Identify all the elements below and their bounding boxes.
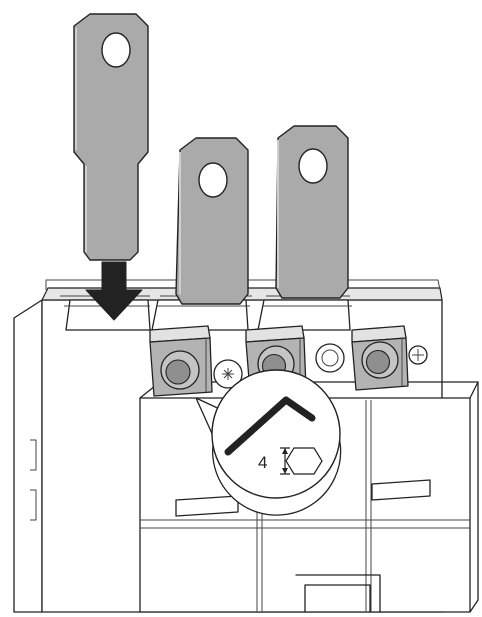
busbar-2-plate xyxy=(175,137,249,305)
pole-window-3 xyxy=(371,479,431,501)
front-panel-top-edge xyxy=(139,381,479,399)
clamp-screw-1-socket xyxy=(165,359,191,385)
clamp-screw-3-socket xyxy=(365,349,391,375)
side-tabs xyxy=(30,439,37,521)
busbar-1-hole xyxy=(101,32,131,68)
busbar-1 xyxy=(73,13,149,261)
key-size-label: 4 xyxy=(258,453,267,472)
breaker-left-side xyxy=(13,299,43,613)
aux-screw-2-ring xyxy=(321,349,339,367)
aux-screw-1-cross-icon xyxy=(222,368,234,380)
front-panel-right-edge xyxy=(469,381,479,613)
callout-circle xyxy=(211,369,341,499)
insert-down-arrow-icon xyxy=(85,261,143,321)
busbar-2 xyxy=(175,137,249,305)
handle-slot-inner xyxy=(304,584,371,613)
auxiliary-screws xyxy=(213,343,428,389)
tool-callout: 4 xyxy=(195,369,342,516)
aux-screw-3-cross-icon xyxy=(412,349,424,361)
pole-window-1 xyxy=(175,495,239,517)
dimension-arrows xyxy=(282,448,288,474)
busbar-3-hole xyxy=(298,148,328,184)
aux-screw-2 xyxy=(315,343,345,373)
busbar-2-hole xyxy=(198,162,228,198)
busbar-3-plate xyxy=(275,125,349,299)
handle-slot-outer xyxy=(295,574,381,613)
hex-key-icon xyxy=(224,396,316,456)
busbar-1-plate xyxy=(73,13,149,261)
hexagon-socket-icon xyxy=(285,447,323,475)
housing-3 xyxy=(257,299,351,331)
busbar-1-edge-highlight xyxy=(75,28,87,252)
busbar-3 xyxy=(275,125,349,299)
front-step-lines xyxy=(140,519,470,529)
